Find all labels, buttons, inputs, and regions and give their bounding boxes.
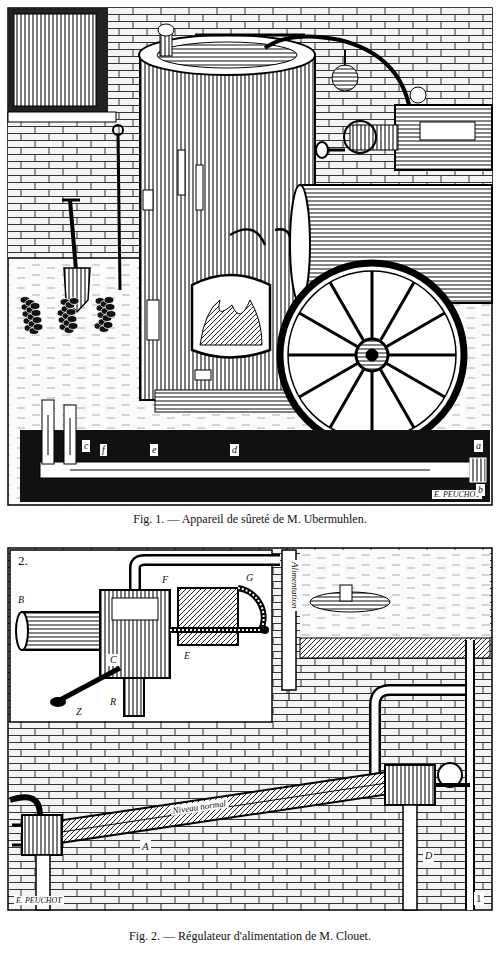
pipe-label: Alimentation	[290, 560, 300, 611]
callout-letter: f	[100, 444, 107, 456]
wheel-spoke	[386, 313, 445, 347]
callout-letter: F	[160, 574, 170, 586]
callout-letter: B	[16, 594, 26, 606]
coal-lump	[68, 323, 78, 330]
coal-lump	[106, 311, 116, 318]
callout-letter: c	[82, 440, 90, 452]
callout-letter: C	[108, 654, 119, 666]
figure-two	[8, 548, 492, 910]
callout-letter: a	[474, 440, 483, 452]
coal-lump	[32, 317, 42, 324]
figure-number: 2.	[16, 554, 30, 569]
coal-lump	[67, 316, 77, 323]
figure-one	[8, 8, 492, 505]
callout-letter: A	[140, 840, 151, 853]
coal-lump	[103, 322, 113, 329]
engraver-signature: E. PEUCHOT	[432, 490, 482, 499]
wheel-spoke	[330, 282, 364, 341]
coal-lump	[105, 304, 115, 311]
callout-letter: G	[244, 572, 255, 584]
wheel-spoke	[299, 363, 358, 397]
figure-number: 1	[474, 892, 484, 905]
figure-caption: Fig. 2. — Régulateur d'alimentation de M…	[127, 930, 373, 944]
callout-letter: D	[423, 850, 434, 862]
wheel-spoke	[288, 354, 356, 357]
callout-letter: b	[476, 484, 485, 496]
wheel-spoke	[388, 354, 456, 357]
callout-letter: R	[108, 696, 118, 708]
engraver-signature: E. PEUCHOT	[14, 896, 64, 905]
figure-caption: Fig. 1. — Appareil de sûreté de M. Uberm…	[131, 513, 368, 527]
coal-lump	[69, 298, 79, 305]
wheel-spoke	[371, 371, 374, 439]
coal-lump	[33, 324, 43, 331]
coal-lump	[31, 310, 41, 317]
callout-letter: Z	[74, 706, 84, 718]
coal-lump	[104, 297, 114, 304]
coal-lump	[66, 309, 76, 316]
callout-letter: d	[230, 444, 239, 456]
wheel-spoke	[380, 369, 414, 428]
callout-letter: E	[182, 650, 192, 662]
wheel-spoke	[371, 271, 374, 339]
callout-letter: e	[150, 444, 158, 456]
coal-lump	[30, 303, 40, 310]
